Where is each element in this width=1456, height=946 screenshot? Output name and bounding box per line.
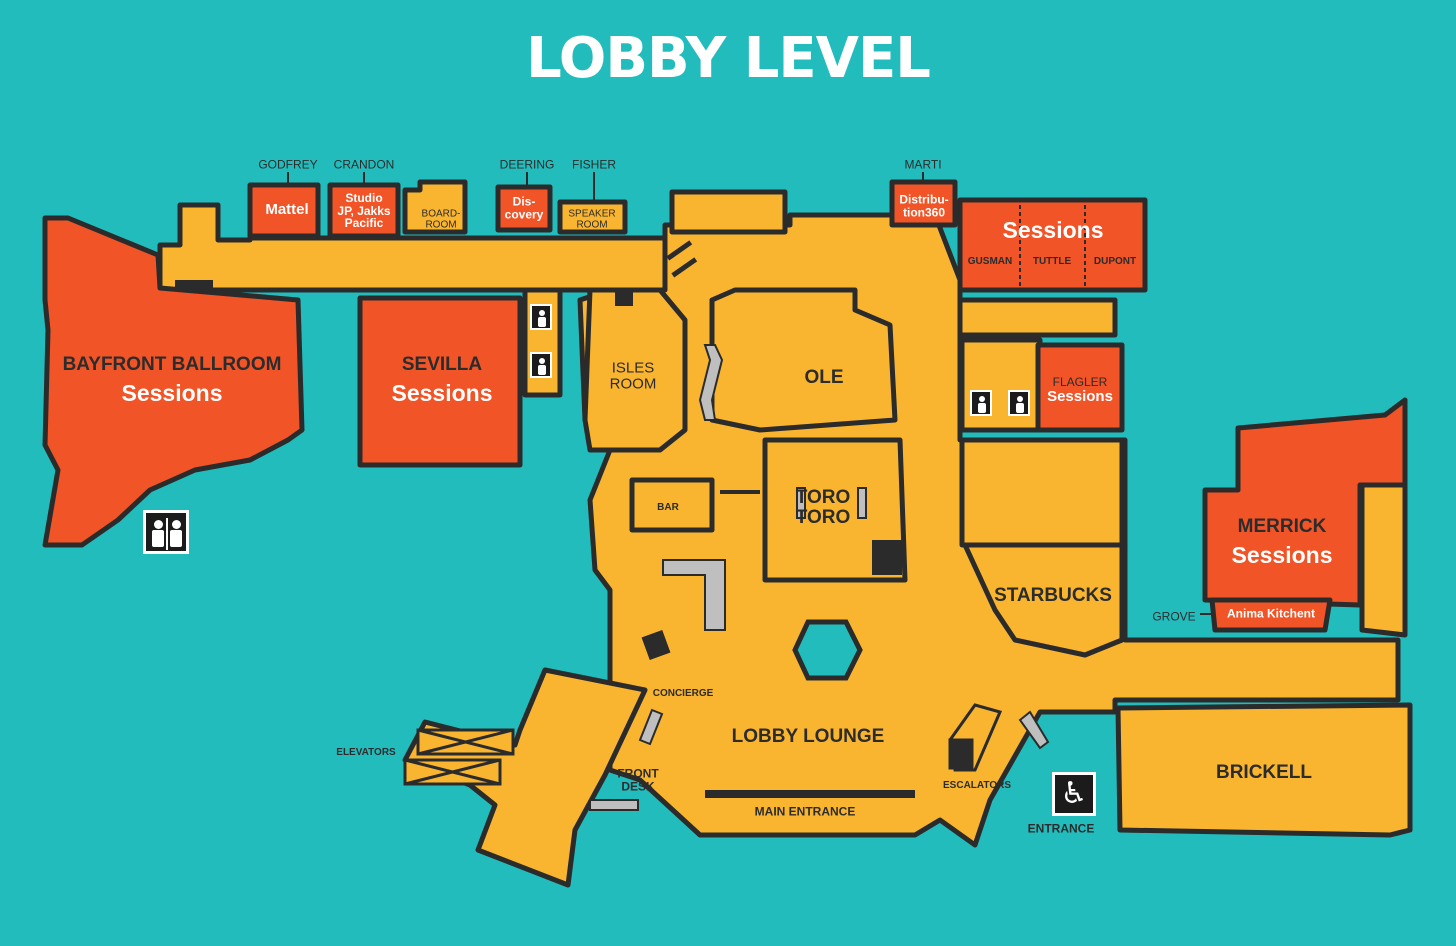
- ole-label: OLE: [804, 367, 844, 389]
- ole-room: [709, 287, 898, 433]
- godfrey-callout: GODFREY: [258, 157, 318, 172]
- sevilla-label: SEVILLA Sessions: [391, 353, 493, 406]
- brickell-label: BRICKELL: [1215, 762, 1313, 784]
- lobby-lounge-label: LOBBY LOUNGE: [731, 726, 885, 748]
- elevators-label: ELEVATORS: [336, 746, 396, 758]
- elevator-banks: [403, 728, 515, 786]
- restroom-icon: [143, 510, 189, 554]
- discovery-shape: [495, 184, 553, 233]
- sevilla-shape: [357, 295, 523, 468]
- restroom-icon: [530, 352, 552, 378]
- bayfront-label: BAYFRONT BALLROOM Sessions: [62, 353, 282, 406]
- studio-shape: [327, 182, 401, 239]
- mattel-shape: [247, 182, 321, 239]
- escalator-shapes: [948, 703, 1003, 772]
- main-entrance-label: MAIN ENTRANCE: [754, 804, 856, 819]
- merrick-shape: [1202, 397, 1408, 608]
- boardroom-room: [402, 179, 468, 235]
- speaker-room: [557, 199, 628, 235]
- sessions-top-shape: [957, 197, 1148, 293]
- elevator-wing: [402, 667, 648, 888]
- bar-label: BAR: [657, 501, 679, 513]
- toro-room: [762, 437, 908, 583]
- starbucks-label: STARBUCKS: [994, 585, 1112, 607]
- page-title: LOBBY LEVEL: [526, 26, 931, 91]
- east-block: [959, 437, 1125, 548]
- grove-callout: GROVE: [1152, 609, 1196, 624]
- flagler-shape: [1035, 342, 1125, 433]
- north-room: [669, 189, 788, 235]
- gusman-label: GUSMAN: [967, 255, 1013, 267]
- crandon-callout: CRANDON: [333, 157, 395, 172]
- deering-callout: DEERING: [499, 157, 555, 172]
- bayfront-ballroom-shape: [42, 215, 305, 548]
- restroom-icon: [530, 304, 552, 330]
- main-entrance-bar: [705, 790, 915, 798]
- boardroom-label: BOARD-ROOM: [421, 208, 461, 230]
- anima-shape: [1209, 597, 1333, 633]
- entrance-label: ENTRANCE: [1027, 821, 1095, 836]
- fisher-callout: FISHER: [571, 157, 617, 172]
- escalators-label: ESCALATORS: [943, 779, 1011, 791]
- sessions-top-label: Sessions: [1002, 216, 1104, 243]
- marti-callout: MARTI: [904, 157, 942, 172]
- restroom-icon: [970, 390, 992, 416]
- bar-area: [629, 477, 715, 533]
- north-corridor: [157, 202, 683, 293]
- east-restroom-block: [959, 337, 1043, 433]
- wheelchair-icon: ♿: [1052, 772, 1096, 816]
- flagler-label: FLAGLER Sessions: [1047, 374, 1113, 405]
- service-counters: [589, 344, 1050, 811]
- anima-label: Anima Kitchent: [1226, 606, 1316, 621]
- isles-room: [582, 287, 688, 453]
- restroom-icon: [1008, 390, 1030, 416]
- concierge-label: CONCIERGE: [652, 687, 714, 699]
- distribution-shape: [889, 179, 958, 228]
- merrick-annex: [1359, 482, 1408, 638]
- mattel-label: Mattel: [265, 201, 309, 219]
- dupont-label: DUPONT: [1093, 255, 1137, 267]
- tuttle-label: TUTTLE: [1032, 255, 1072, 267]
- hexagon-pool: [792, 619, 863, 681]
- brickell-room: [1115, 702, 1413, 838]
- merrick-label: MERRICK Sessions: [1231, 515, 1333, 568]
- discovery-label: Dis-covery: [504, 194, 544, 221]
- distribution-label: Distribu-tion360: [899, 192, 949, 219]
